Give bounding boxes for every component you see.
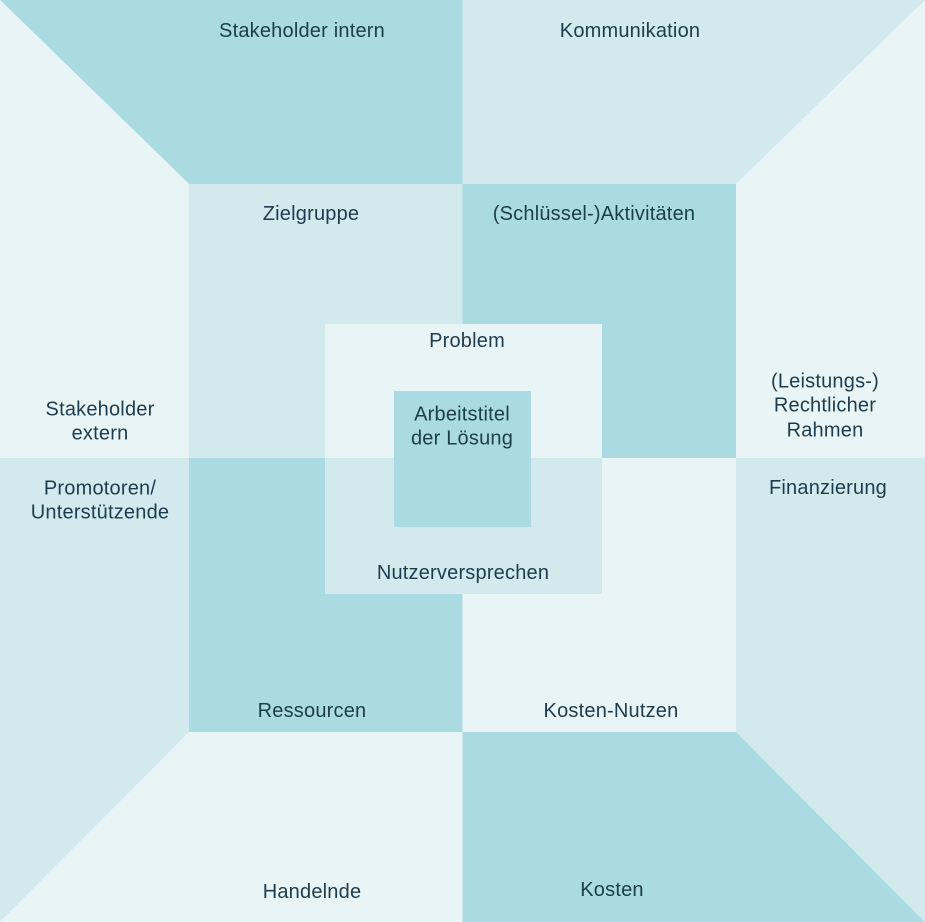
label-finanzierung: Finanzierung (768, 476, 888, 499)
panel-promotoren (0, 458, 189, 922)
label-rechtlicher-rahmen: (Leistungs-) Rechtlicher Rahmen (771, 370, 879, 442)
label-nutzerversprechen: Nutzerversprechen (376, 561, 550, 584)
panel-kosten (462, 732, 925, 922)
panel-handelnde (0, 732, 463, 922)
label-kosten: Kosten (580, 878, 644, 901)
label-handelnde: Handelnde (262, 880, 362, 903)
label-ressourcen: Ressourcen (257, 699, 367, 722)
panel-finanzierung (736, 458, 925, 922)
panel-arbeitstitel (394, 391, 531, 527)
label-kommunikation: Kommunikation (559, 19, 701, 42)
label-problem: Problem (429, 329, 505, 352)
label-kosten-nutzen: Kosten-Nutzen (543, 699, 679, 722)
label-aktivitaeten: (Schlüssel-)Aktivitäten (492, 202, 696, 225)
label-zielgruppe: Zielgruppe (262, 202, 360, 225)
panel-kommunikation (462, 0, 925, 184)
label-stakeholder-extern: Stakeholder extern (45, 398, 155, 445)
panel-stakeholder-intern (0, 0, 463, 184)
label-arbeitstitel: Arbeitstitel der Lösung (410, 403, 514, 450)
label-stakeholder-intern: Stakeholder intern (219, 19, 385, 42)
panel-stakeholder-extern (0, 0, 189, 458)
label-promotoren: Promotoren/ Unterstützende (30, 477, 170, 524)
panel-rechtlicher-rahmen (736, 0, 925, 458)
